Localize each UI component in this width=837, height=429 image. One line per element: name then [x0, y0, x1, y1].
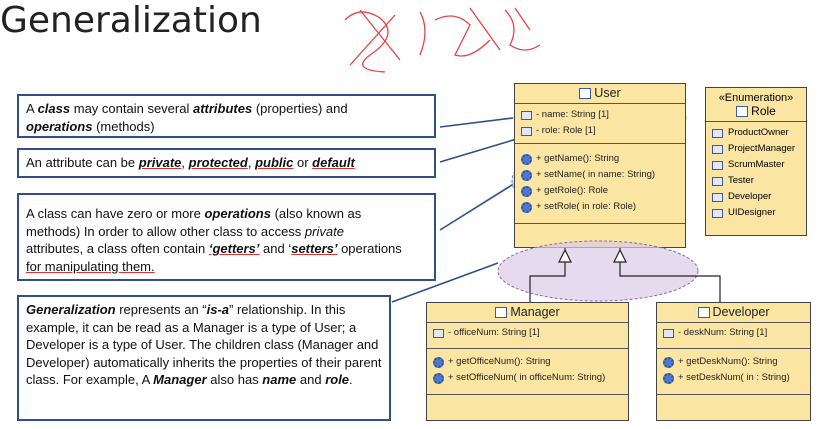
manager-class[interactable]: Manager - officeNum: String [1] + getOff…	[426, 302, 629, 421]
enum-literal: UIDesigner	[706, 205, 806, 221]
note-attribute-visibility: An attribute can be private, protected, …	[17, 148, 436, 178]
developer-operations: + getDeskNum(): String + setDeskNum( in …	[657, 349, 810, 395]
literal-icon	[712, 160, 723, 170]
role-enumeration[interactable]: «Enumeration» Role ProductOwner ProjectM…	[705, 87, 807, 236]
attribute-icon	[433, 328, 444, 338]
literal-icon	[712, 176, 723, 186]
developer-class[interactable]: Developer - deskNum: String [1] + getDes…	[656, 302, 811, 421]
developer-class-header: Developer	[657, 303, 810, 323]
note-connectors	[391, 117, 521, 303]
operation-row: + getOfficeNum(): String	[427, 354, 628, 370]
attribute-icon	[521, 126, 532, 136]
user-class-header: User	[515, 84, 685, 104]
literal-icon	[712, 128, 723, 138]
manager-class-header: Manager	[427, 303, 628, 323]
manager-operations: + getOfficeNum(): String + setOfficeNum(…	[427, 349, 628, 395]
operation-row: + setOfficeNum( in officeNum: String)	[427, 370, 628, 386]
user-class[interactable]: User - name: String [1] - role: Role [1]…	[514, 83, 686, 248]
literal-icon	[712, 208, 723, 218]
operation-icon	[663, 372, 674, 384]
operation-row: + setDeskNum( in : String)	[657, 370, 810, 386]
attribute-row: - role: Role [1]	[515, 123, 685, 139]
operation-row: + getDeskNum(): String	[657, 354, 810, 370]
operation-icon	[663, 356, 674, 368]
class-icon	[579, 88, 592, 100]
attribute-row: - name: String [1]	[515, 107, 685, 123]
operation-row: + getRole(): Role	[515, 183, 685, 199]
operation-icon	[521, 201, 532, 213]
developer-attributes: - deskNum: String [1]	[657, 323, 810, 349]
enum-literal: Developer	[706, 189, 806, 205]
operation-icon	[433, 356, 444, 368]
attribute-row: - deskNum: String [1]	[657, 325, 810, 341]
user-operations: + getName(): String + setName( in name: …	[515, 144, 685, 224]
operation-row: + getName(): String	[515, 151, 685, 167]
operation-icon	[521, 153, 532, 165]
enum-literal: ScrumMaster	[706, 157, 806, 173]
enumeration-name: Role	[706, 104, 806, 122]
page-title: Generalization	[0, 0, 262, 41]
note-operations: A class can have zero or more operations…	[17, 193, 436, 281]
note-class-definition: A class may contain several attributes (…	[17, 94, 436, 138]
enumeration-stereotype: «Enumeration»	[718, 92, 794, 104]
manager-attributes: - officeNum: String [1]	[427, 323, 628, 349]
attribute-icon	[663, 328, 674, 338]
literal-icon	[712, 144, 723, 154]
user-attributes: - name: String [1] - role: Role [1]	[515, 104, 685, 144]
red-scribble	[344, 7, 541, 73]
enumeration-icon	[736, 106, 749, 118]
operation-icon	[433, 372, 444, 384]
enum-literal: ProductOwner	[706, 125, 806, 141]
class-icon	[495, 307, 508, 319]
operation-row: + setName( in name: String)	[515, 167, 685, 183]
enum-literal: ProjectManager	[706, 141, 806, 157]
class-icon	[697, 307, 710, 319]
operation-icon	[521, 185, 532, 197]
attribute-row: - officeNum: String [1]	[427, 325, 628, 341]
attribute-icon	[521, 110, 532, 120]
enum-literal: Tester	[706, 173, 806, 189]
operation-row: + setRole( in role: Role)	[515, 199, 685, 215]
note-generalization: Generalization represents an “is-a” rela…	[17, 295, 391, 421]
operation-icon	[521, 169, 532, 181]
literal-icon	[712, 192, 723, 202]
